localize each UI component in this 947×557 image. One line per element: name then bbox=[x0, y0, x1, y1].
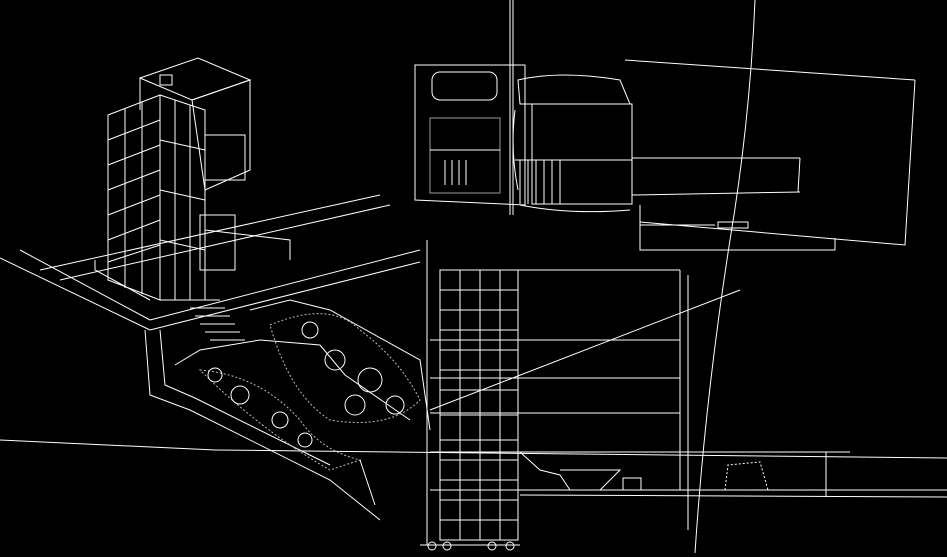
isometric-view bbox=[0, 57, 947, 521]
site-plan-view bbox=[414, 0, 916, 554]
section-view bbox=[420, 240, 947, 551]
